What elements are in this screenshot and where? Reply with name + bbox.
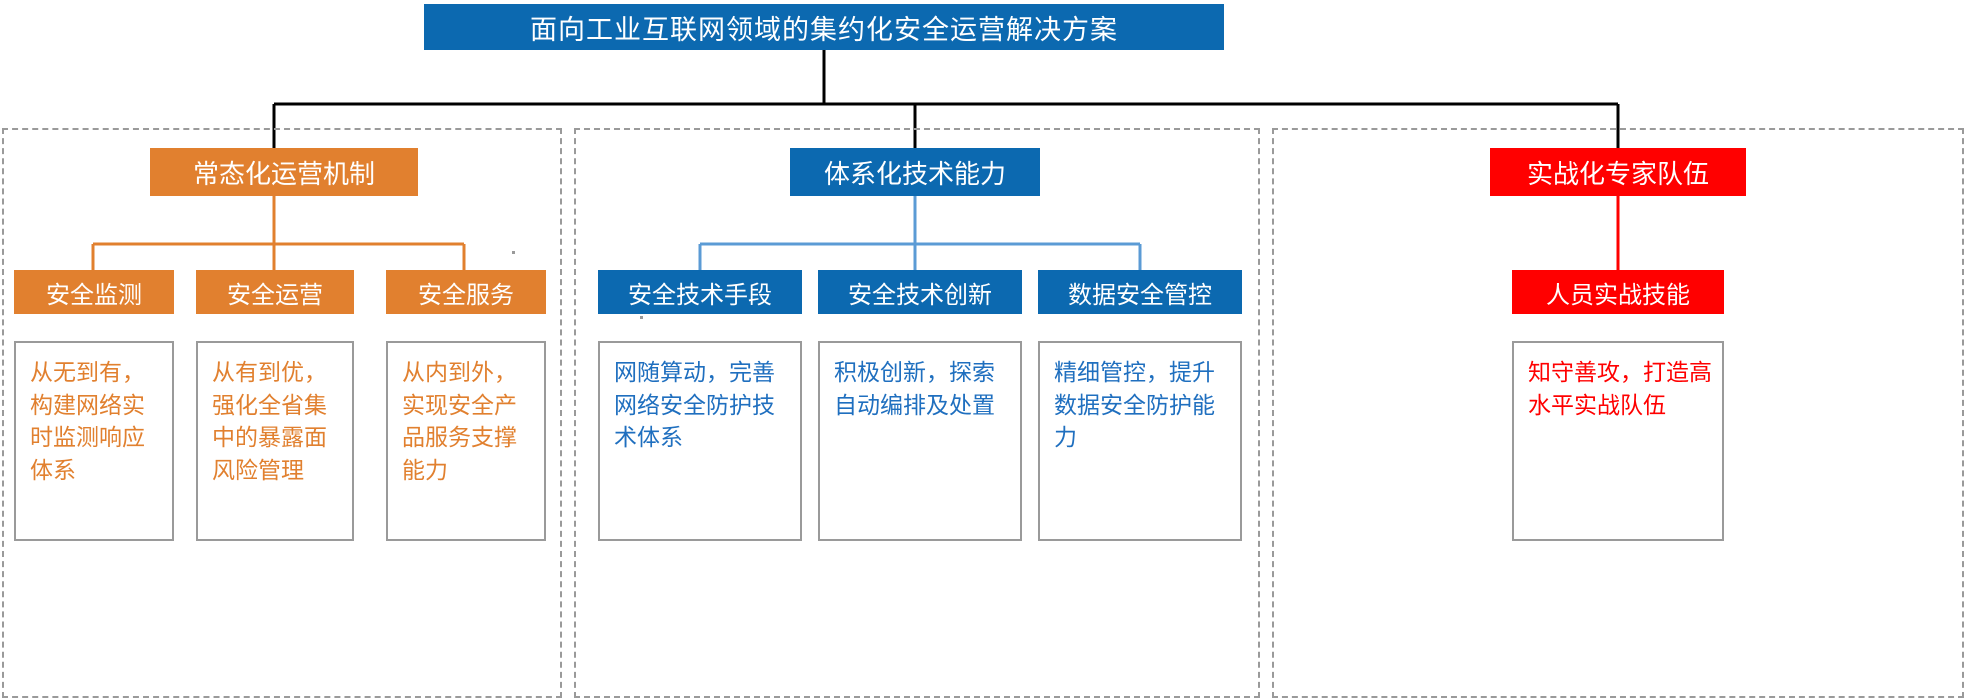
group-frame-operations	[2, 128, 562, 698]
desc-card-personnel-combat-skills: 知守善攻，打造高水平实战队伍	[1512, 341, 1724, 541]
artifact-speck-middle	[640, 316, 643, 319]
desc-card-security-operations: 从有到优，强化全省集中的暴露面风险管理	[196, 341, 354, 541]
artifact-speck-left	[512, 251, 515, 254]
desc-card-security-monitoring: 从无到有，构建网络实时监测响应体系	[14, 341, 174, 541]
group-frame-technology	[574, 128, 1260, 698]
sub-head-security-operations[interactable]: 安全运营	[196, 270, 354, 314]
sub-head-security-tech-innovation[interactable]: 安全技术创新	[818, 270, 1022, 314]
pillar-header-technology[interactable]: 体系化技术能力	[790, 148, 1040, 196]
sub-head-data-security-control[interactable]: 数据安全管控	[1038, 270, 1242, 314]
sub-head-security-tech-means[interactable]: 安全技术手段	[598, 270, 802, 314]
page-title: 面向工业互联网领域的集约化安全运营解决方案	[424, 4, 1224, 50]
desc-card-security-tech-innovation: 积极创新，探索自动编排及处置	[818, 341, 1022, 541]
group-frame-experts	[1272, 128, 1964, 698]
sub-head-security-monitoring[interactable]: 安全监测	[14, 270, 174, 314]
sub-head-security-services[interactable]: 安全服务	[386, 270, 546, 314]
desc-card-security-services: 从内到外，实现安全产品服务支撑能力	[386, 341, 546, 541]
desc-card-data-security-control: 精细管控，提升数据安全防护能力	[1038, 341, 1242, 541]
sub-head-personnel-combat-skills[interactable]: 人员实战技能	[1512, 270, 1724, 314]
pillar-header-operations[interactable]: 常态化运营机制	[150, 148, 418, 196]
pillar-header-experts[interactable]: 实战化专家队伍	[1490, 148, 1746, 196]
desc-card-security-tech-means: 网随算动，完善网络安全防护技术体系	[598, 341, 802, 541]
